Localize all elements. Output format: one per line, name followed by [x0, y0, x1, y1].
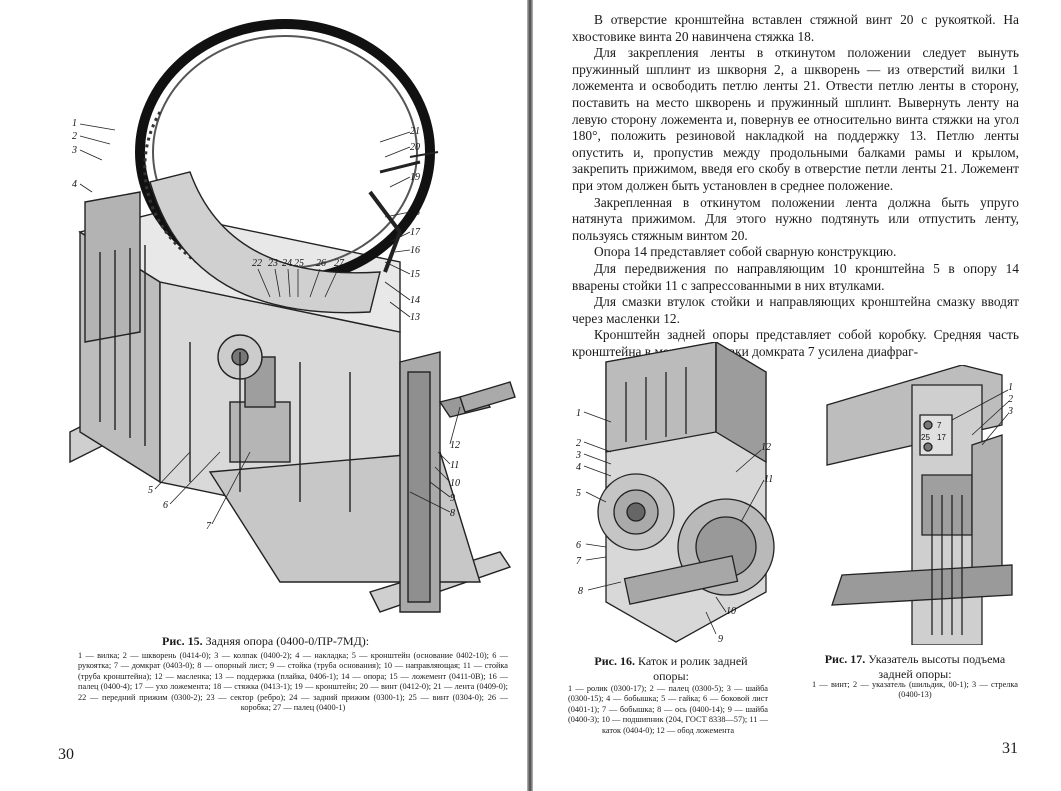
figure-17-height-indicator: 1 2 3 7 25 17 — [822, 365, 1022, 645]
fig16-callout-1: 1 — [576, 408, 581, 419]
callout-3: 3 — [71, 145, 77, 156]
figure-16-caption: Рис. 16. Каток и ролик задней опоры: — [575, 654, 767, 684]
plate-label-17: 17 — [937, 433, 946, 442]
plate-label-7: 7 — [937, 421, 942, 430]
callout-8: 8 — [450, 508, 455, 519]
fig16-callout-12: 12 — [761, 442, 771, 453]
paragraph-4: Опора 14 представляет собой сварную конс… — [594, 244, 897, 260]
page-number-right: 31 — [1002, 740, 1018, 757]
figure-16-legend: 1 — ролик (0300-17); 2 — палец (0300-5);… — [568, 684, 768, 735]
fig16-callout-11: 11 — [764, 474, 773, 485]
figure-16-caption-number: Рис. 16. — [594, 654, 635, 668]
callout-23: 23 — [268, 258, 278, 269]
paragraph-3: Закрепленная в откинутом положении лента… — [572, 194, 1019, 243]
fig16-callout-7: 7 — [576, 556, 582, 567]
figure-17-caption-number: Рис. 17. — [824, 652, 866, 666]
callout-2: 2 — [72, 131, 77, 142]
figure-17-drawing: 1 2 3 7 25 17 — [826, 365, 1013, 645]
fig16-callout-10: 10 — [726, 606, 736, 617]
callout-27: 27 — [334, 258, 345, 269]
figure-17-callouts: 1 2 3 — [1007, 382, 1013, 417]
callout-20: 20 — [410, 142, 420, 153]
paragraph-6: Для смазки втулок стойки и направляющих … — [572, 294, 1019, 326]
callout-14: 14 — [410, 295, 420, 306]
paragraph-5: Для передвижения по направляющим 10 крон… — [572, 260, 1019, 293]
figure-17-legend: 1 — винт; 2 — указатель (шильдик, 00-1);… — [812, 680, 1018, 700]
callout-6: 6 — [163, 500, 168, 511]
book-gutter — [527, 0, 533, 791]
figure-15-caption-number: Рис. 15. — [162, 634, 203, 648]
callout-15: 15 — [410, 269, 420, 280]
paragraph-1: В отверстие кронштейна вставлен стяжной … — [572, 12, 1019, 44]
figure-16-drawing: 1 2 3 4 5 6 7 8 9 10 11 12 — [575, 342, 775, 645]
fig16-callout-3: 3 — [575, 450, 581, 461]
callout-11: 11 — [450, 460, 459, 471]
callout-26: 26 — [316, 258, 326, 269]
fig16-callout-5: 5 — [576, 488, 581, 499]
plate-label-25: 25 — [921, 433, 930, 442]
figure-15-drawing: 1 2 3 4 5 6 7 8 9 10 11 12 13 14 15 16 1 — [69, 19, 516, 613]
figure-15-callouts: 1 2 3 4 5 6 7 8 9 10 11 12 13 14 15 16 1 — [71, 118, 460, 532]
fig17-callout-1: 1 — [1008, 382, 1013, 393]
callout-18: 18 — [410, 207, 420, 218]
callout-25: 25 — [294, 258, 304, 269]
fig17-callout-3: 3 — [1007, 406, 1013, 417]
callout-24: 24 — [282, 258, 292, 269]
callout-16: 16 — [410, 245, 420, 256]
figure-15-legend: 1 — вилка; 2 — шкворень (0414-0); 3 — ко… — [78, 651, 508, 713]
figure-17-plate-labels: 7 25 17 — [921, 421, 946, 442]
figure-15-caption-title: Задняя опора (0400-0/ПР-7МД): — [205, 634, 370, 648]
figure-15-rear-support: 1 2 3 4 5 6 7 8 9 10 11 12 13 14 15 16 1 — [40, 12, 525, 632]
fig16-callout-2: 2 — [576, 438, 581, 449]
callout-9: 9 — [450, 493, 455, 504]
callout-10: 10 — [450, 478, 460, 489]
paragraph-2: Для закрепления ленты в откинутом положе… — [572, 45, 1019, 193]
callout-22: 22 — [252, 258, 262, 269]
fig16-callout-4: 4 — [576, 462, 581, 473]
callout-21: 21 — [410, 126, 420, 137]
callout-4: 4 — [72, 179, 77, 190]
figure-15-caption: Рис. 15. Задняя опора (0400-0/ПР-7МД): — [162, 634, 369, 649]
callout-7: 7 — [206, 521, 212, 532]
fig17-callout-2: 2 — [1008, 394, 1013, 405]
callout-5: 5 — [148, 485, 153, 496]
callout-1: 1 — [72, 118, 77, 129]
fig16-callout-8: 8 — [578, 586, 583, 597]
callout-19: 19 — [410, 172, 420, 183]
page-number-left: 30 — [58, 746, 74, 763]
figure-16-callouts: 1 2 3 4 5 6 7 8 9 10 11 12 — [575, 408, 773, 645]
fig16-callout-6: 6 — [576, 540, 581, 551]
figure-16-roller: 1 2 3 4 5 6 7 8 9 10 11 12 — [566, 342, 781, 647]
figure-17-caption: Рис. 17. Указатель высоты подъема задней… — [812, 652, 1018, 682]
body-text: В отверстие кронштейна вставлен стяжной … — [572, 12, 1019, 360]
callout-17: 17 — [410, 227, 421, 238]
figure-17-caption-title: Указатель высоты подъема задней опоры: — [868, 652, 1006, 681]
fig16-callout-9: 9 — [718, 634, 723, 645]
callout-13: 13 — [410, 312, 420, 323]
left-page: 1 2 3 4 5 6 7 8 9 10 11 12 13 14 15 16 1 — [0, 0, 527, 791]
callout-12: 12 — [450, 440, 460, 451]
figure-16-caption-title: Каток и ролик задней опоры: — [637, 654, 748, 683]
